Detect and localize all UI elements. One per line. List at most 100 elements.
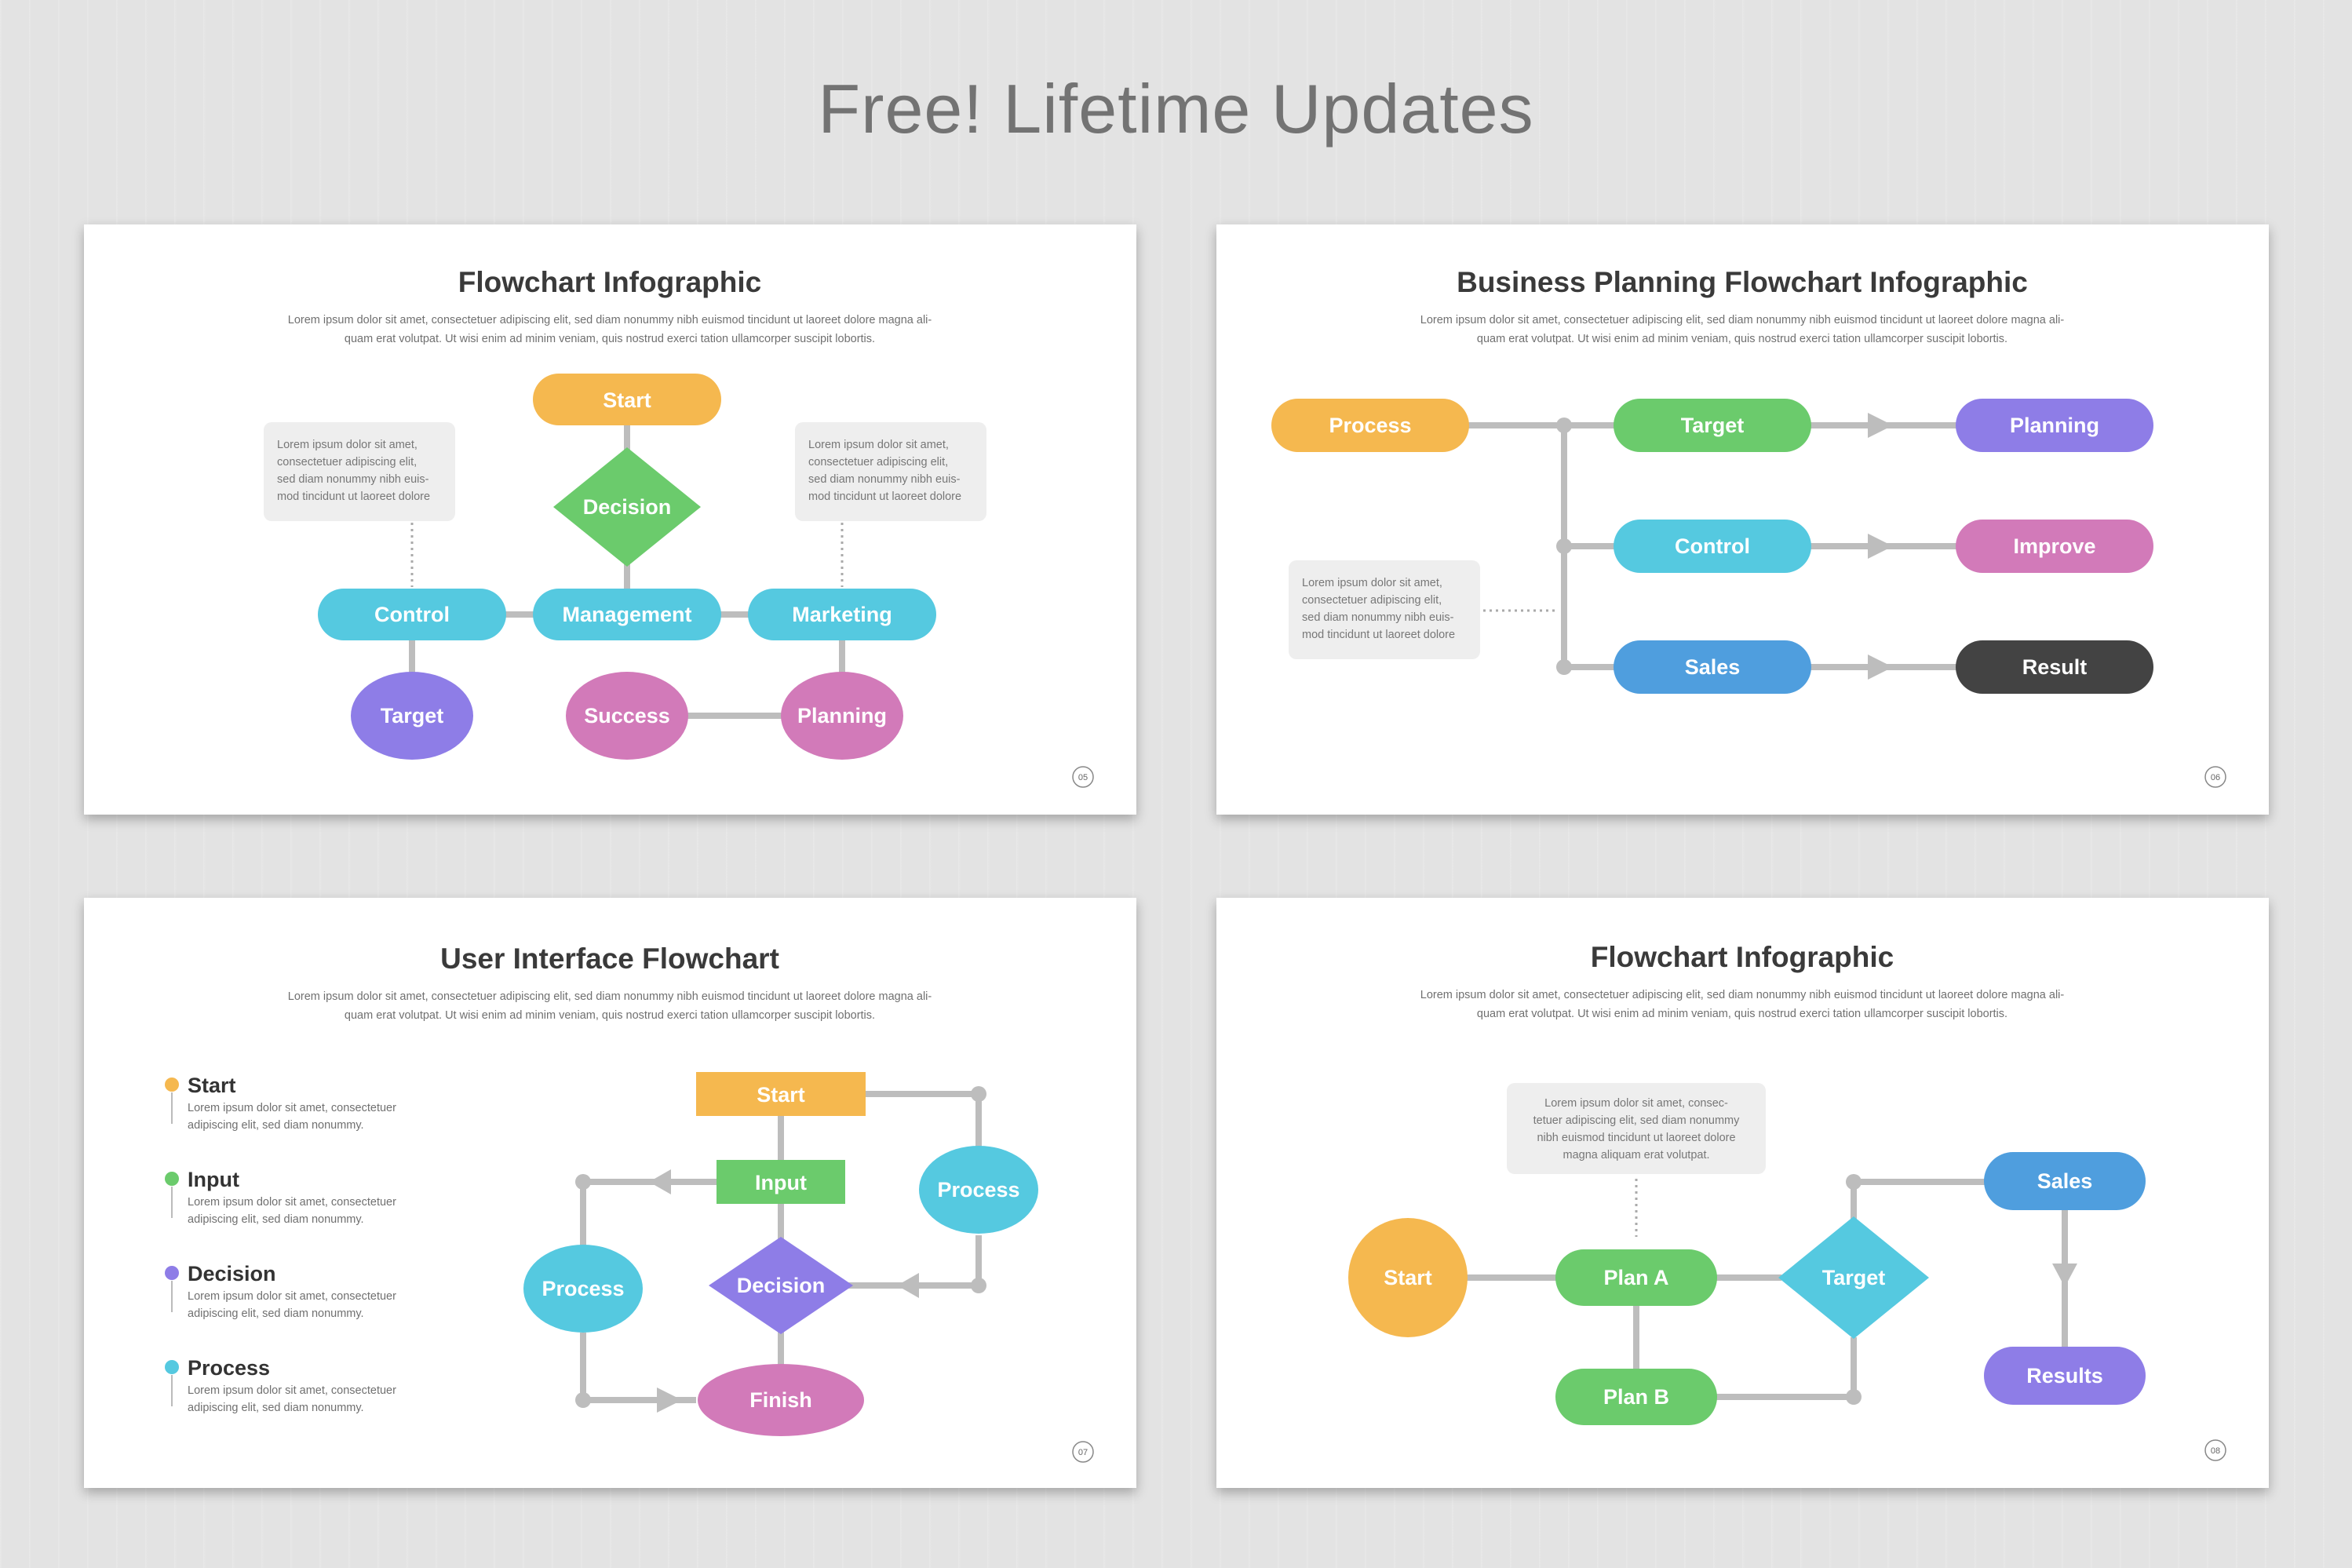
svg-text:Control: Control bbox=[1675, 534, 1750, 558]
node-control[interactable]: Control bbox=[318, 589, 506, 640]
svg-text:Planning: Planning bbox=[2010, 414, 2099, 437]
svg-text:Control: Control bbox=[374, 603, 450, 626]
note-box-right: Lorem ipsum dolor sit amet, consectetuer… bbox=[795, 422, 986, 521]
node-planning[interactable]: Planning bbox=[1956, 399, 2153, 452]
slide-flowchart-infographic-1[interactable]: Flowchart Infographic Lorem ipsum dolor … bbox=[84, 224, 1136, 815]
svg-text:Lorem ipsum dolor sit amet,: Lorem ipsum dolor sit amet, bbox=[1302, 577, 1442, 589]
slide-business-planning[interactable]: Business Planning Flowchart Infographic … bbox=[1216, 224, 2269, 815]
svg-text:Lorem ipsum dolor sit amet, co: Lorem ipsum dolor sit amet, consectetuer bbox=[188, 1384, 396, 1397]
svg-text:Input: Input bbox=[755, 1171, 807, 1194]
svg-text:mod tincidunt ut laoreet dolor: mod tincidunt ut laoreet dolore bbox=[808, 490, 961, 503]
slide-user-interface-flowchart[interactable]: User Interface Flowchart Lorem ipsum dol… bbox=[84, 898, 1136, 1488]
svg-text:sed diam nonummy nibh euis-: sed diam nonummy nibh euis- bbox=[277, 473, 429, 486]
svg-text:Lorem ipsum dolor sit amet,: Lorem ipsum dolor sit amet, bbox=[808, 439, 949, 451]
note-box: Lorem ipsum dolor sit amet, consectetuer… bbox=[1289, 560, 1480, 659]
page-heading: Free! Lifetime Updates bbox=[818, 70, 1534, 148]
node-decision[interactable]: Decision bbox=[553, 447, 701, 567]
note-box: Lorem ipsum dolor sit amet, consec- tetu… bbox=[1507, 1083, 1766, 1174]
svg-text:Improve: Improve bbox=[2013, 534, 2095, 558]
svg-text:Result: Result bbox=[2022, 655, 2088, 679]
slide-subtitle-line-2: quam erat volutpat. Ut wisi enim ad mini… bbox=[1477, 333, 2007, 345]
legend-dot-decision bbox=[165, 1266, 179, 1280]
node-planning[interactable]: Planning bbox=[781, 672, 903, 760]
svg-text:Process: Process bbox=[937, 1178, 1019, 1202]
slide-title: User Interface Flowchart bbox=[440, 943, 779, 975]
node-target[interactable]: Target bbox=[1778, 1216, 1929, 1339]
node-input[interactable]: Input bbox=[717, 1160, 845, 1204]
slide-subtitle-line-2: quam erat volutpat. Ut wisi enim ad mini… bbox=[345, 1009, 875, 1022]
node-decision[interactable]: Decision bbox=[709, 1237, 853, 1334]
svg-text:Management: Management bbox=[562, 603, 691, 626]
node-target[interactable]: Target bbox=[351, 672, 473, 760]
node-finish[interactable]: Finish bbox=[698, 1364, 864, 1436]
node-sales[interactable]: Sales bbox=[1614, 640, 1811, 694]
svg-text:Finish: Finish bbox=[749, 1388, 812, 1412]
node-plan-b[interactable]: Plan B bbox=[1555, 1369, 1717, 1425]
node-start[interactable]: Start bbox=[696, 1072, 866, 1116]
slide-subtitle-line-2: quam erat volutpat. Ut wisi enim ad mini… bbox=[345, 333, 875, 345]
svg-text:Sales: Sales bbox=[2037, 1169, 2093, 1193]
svg-text:Lorem ipsum dolor sit amet, co: Lorem ipsum dolor sit amet, consec- bbox=[1544, 1097, 1728, 1110]
svg-text:magna aliquam erat volutpat.: magna aliquam erat volutpat. bbox=[1563, 1149, 1710, 1161]
svg-text:mod tincidunt ut laoreet dolor: mod tincidunt ut laoreet dolore bbox=[1302, 629, 1455, 641]
page-number: 07 bbox=[1072, 1441, 1094, 1463]
svg-text:Start: Start bbox=[603, 388, 651, 412]
node-process[interactable]: Process bbox=[1271, 399, 1469, 452]
svg-text:Lorem ipsum dolor sit amet,: Lorem ipsum dolor sit amet, bbox=[277, 439, 418, 451]
node-result[interactable]: Result bbox=[1956, 640, 2153, 694]
svg-text:Decision: Decision bbox=[737, 1274, 826, 1297]
legend-dot-start bbox=[165, 1078, 179, 1092]
legend-label-start: Start bbox=[188, 1074, 236, 1097]
svg-text:Start: Start bbox=[1384, 1266, 1432, 1289]
page-number: 08 bbox=[2204, 1439, 2226, 1461]
svg-text:07: 07 bbox=[1078, 1448, 1088, 1457]
node-process-left[interactable]: Process bbox=[523, 1245, 643, 1333]
svg-text:sed diam nonummy nibh euis-: sed diam nonummy nibh euis- bbox=[808, 473, 961, 486]
slide-title: Flowchart Infographic bbox=[458, 266, 761, 298]
svg-text:Success: Success bbox=[584, 704, 670, 727]
svg-text:adipiscing elit, sed diam nonu: adipiscing elit, sed diam nonummy. bbox=[188, 1213, 364, 1226]
svg-text:consectetuer adipiscing elit,: consectetuer adipiscing elit, bbox=[808, 456, 948, 469]
legend-dot-process bbox=[165, 1360, 179, 1374]
slide-flowchart-infographic-2[interactable]: Flowchart Infographic Lorem ipsum dolor … bbox=[1216, 898, 2269, 1488]
node-success[interactable]: Success bbox=[566, 672, 688, 760]
slide-subtitle-line-1: Lorem ipsum dolor sit amet, consectetuer… bbox=[288, 990, 932, 1003]
svg-text:consectetuer adipiscing elit,: consectetuer adipiscing elit, bbox=[1302, 594, 1442, 607]
svg-text:Plan B: Plan B bbox=[1603, 1385, 1669, 1409]
svg-text:Lorem ipsum dolor sit amet, co: Lorem ipsum dolor sit amet, consectetuer bbox=[188, 1102, 396, 1114]
page-number: 05 bbox=[1072, 766, 1094, 788]
svg-text:Planning: Planning bbox=[797, 704, 887, 727]
node-improve[interactable]: Improve bbox=[1956, 520, 2153, 573]
legend-dot-input bbox=[165, 1172, 179, 1186]
node-start[interactable]: Start bbox=[1348, 1218, 1468, 1337]
svg-text:Lorem ipsum dolor sit amet, co: Lorem ipsum dolor sit amet, consectetuer bbox=[188, 1196, 396, 1209]
node-control[interactable]: Control bbox=[1614, 520, 1811, 573]
slide-subtitle-line-1: Lorem ipsum dolor sit amet, consectetuer… bbox=[288, 314, 932, 326]
svg-text:sed diam nonummy nibh euis-: sed diam nonummy nibh euis- bbox=[1302, 611, 1454, 624]
svg-text:adipiscing elit, sed diam nonu: adipiscing elit, sed diam nonummy. bbox=[188, 1307, 364, 1320]
svg-text:Process: Process bbox=[542, 1277, 624, 1300]
slide-subtitle-line-1: Lorem ipsum dolor sit amet, consectetuer… bbox=[1420, 314, 2065, 326]
node-start[interactable]: Start bbox=[533, 374, 721, 425]
svg-text:Decision: Decision bbox=[583, 495, 672, 519]
node-process-right[interactable]: Process bbox=[919, 1146, 1038, 1234]
connector-lines bbox=[1397, 1174, 2077, 1405]
node-plan-a[interactable]: Plan A bbox=[1555, 1249, 1717, 1306]
legend: Start Lorem ipsum dolor sit amet, consec… bbox=[165, 1074, 396, 1414]
svg-text:Lorem ipsum dolor sit amet, co: Lorem ipsum dolor sit amet, consectetuer bbox=[188, 1290, 396, 1303]
svg-text:Start: Start bbox=[757, 1083, 805, 1107]
node-management[interactable]: Management bbox=[533, 589, 721, 640]
node-target[interactable]: Target bbox=[1614, 399, 1811, 452]
svg-text:06: 06 bbox=[2211, 773, 2220, 782]
svg-text:Plan A: Plan A bbox=[1603, 1266, 1668, 1289]
node-results[interactable]: Results bbox=[1984, 1347, 2146, 1405]
svg-text:Process: Process bbox=[1329, 414, 1411, 437]
node-sales[interactable]: Sales bbox=[1984, 1152, 2146, 1210]
svg-text:Target: Target bbox=[1822, 1266, 1886, 1289]
slide-title: Flowchart Infographic bbox=[1591, 941, 1894, 973]
node-marketing[interactable]: Marketing bbox=[748, 589, 936, 640]
svg-text:adipiscing elit, sed diam nonu: adipiscing elit, sed diam nonummy. bbox=[188, 1402, 364, 1414]
page-number: 06 bbox=[2204, 766, 2226, 788]
svg-text:nibh euismod tincidunt ut laor: nibh euismod tincidunt ut laoreet dolore bbox=[1537, 1132, 1735, 1144]
svg-text:Sales: Sales bbox=[1685, 655, 1741, 679]
